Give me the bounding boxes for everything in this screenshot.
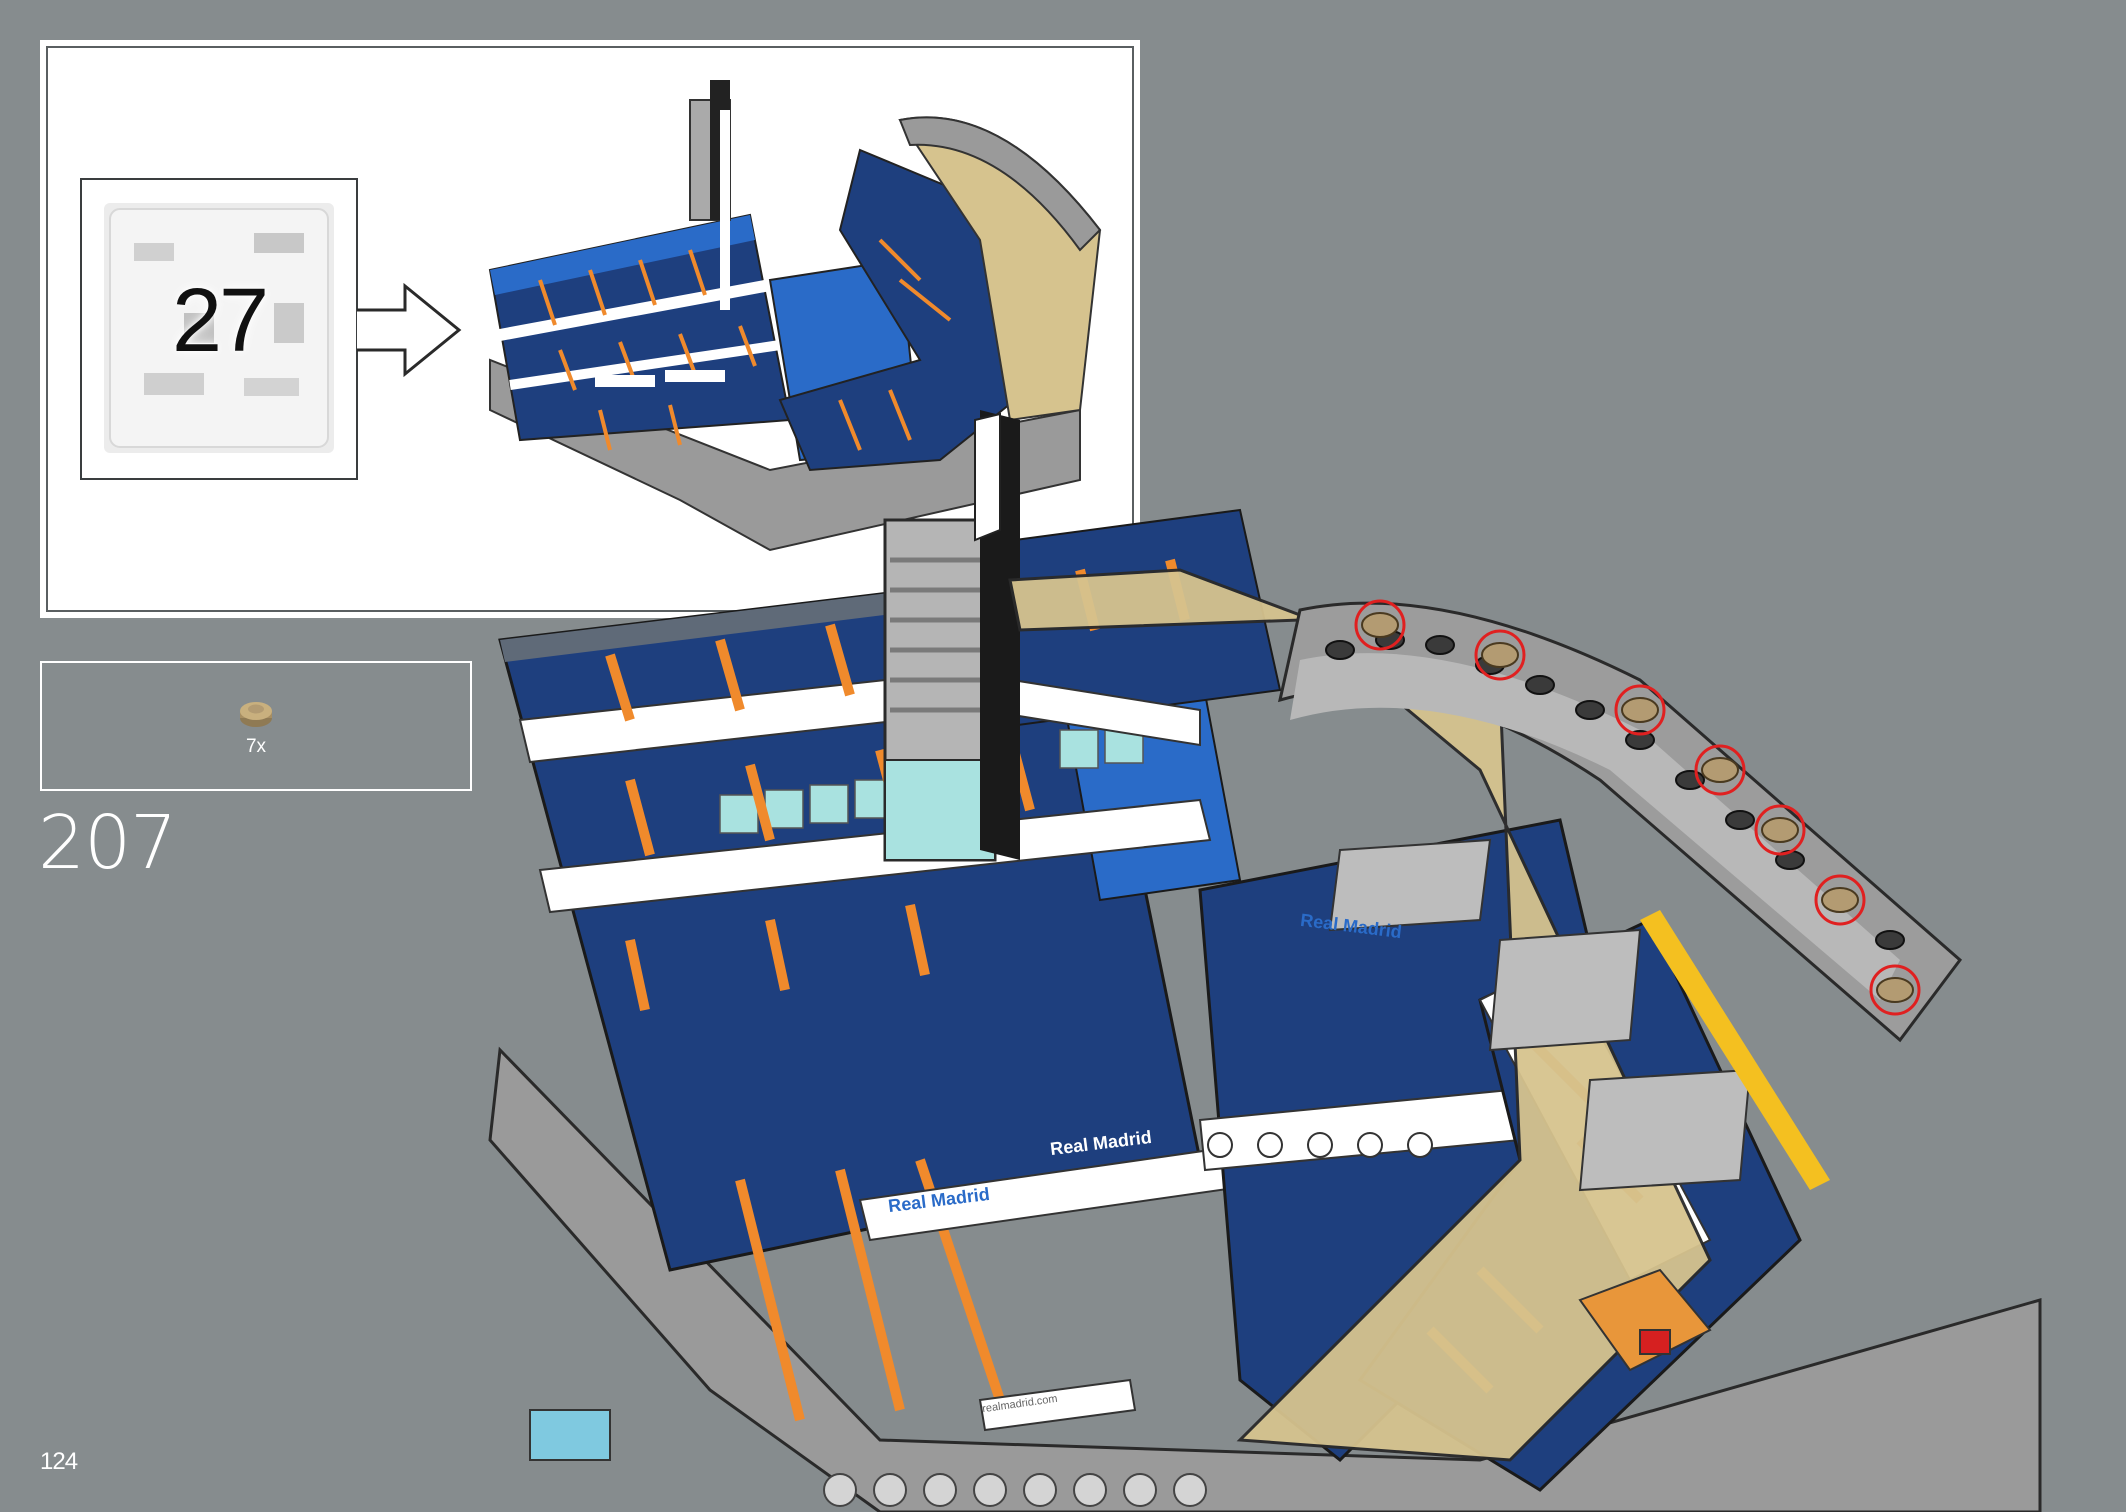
page-number: 124 [40, 1448, 78, 1475]
inset-model-illustration [488, 80, 1102, 552]
part-quantity: 7x [245, 736, 267, 757]
parts-bag-icon [104, 203, 334, 453]
parts-callout [40, 661, 472, 791]
bag-number: 27 [171, 271, 269, 371]
main-model-illustration [488, 410, 2042, 1512]
arrow-right-icon [357, 282, 462, 378]
round-plate-1x1-tan-icon [240, 702, 272, 727]
bag-contents-icon [109, 208, 329, 448]
step-number: 207 [38, 800, 177, 886]
